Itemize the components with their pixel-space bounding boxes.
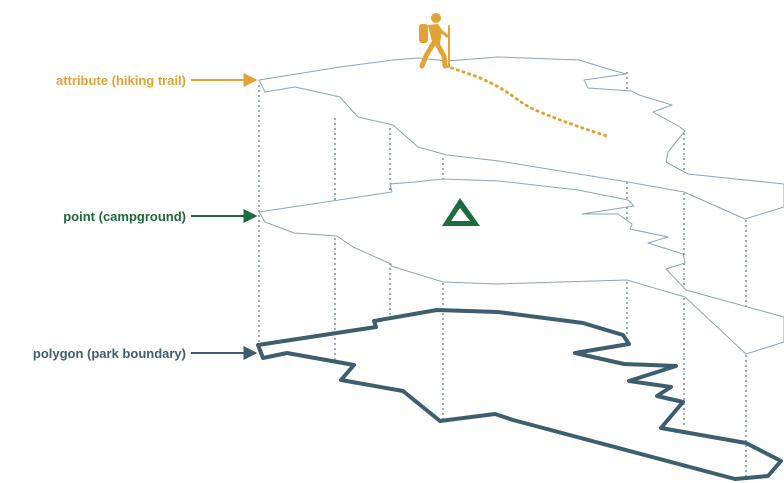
polygon-layer-label: polygon (park boundary) [33,346,186,361]
hiker-icon [419,13,450,69]
point-layer-label: point (campground) [63,209,186,224]
park-boundary-polygon [256,308,783,481]
attribute-layer-sheet [258,56,784,220]
attribute-layer-label: attribute (hiking trail) [56,73,186,88]
point-layer-sheet [258,178,784,355]
hiking-trail-path [444,64,612,139]
tent-icon [442,198,480,226]
